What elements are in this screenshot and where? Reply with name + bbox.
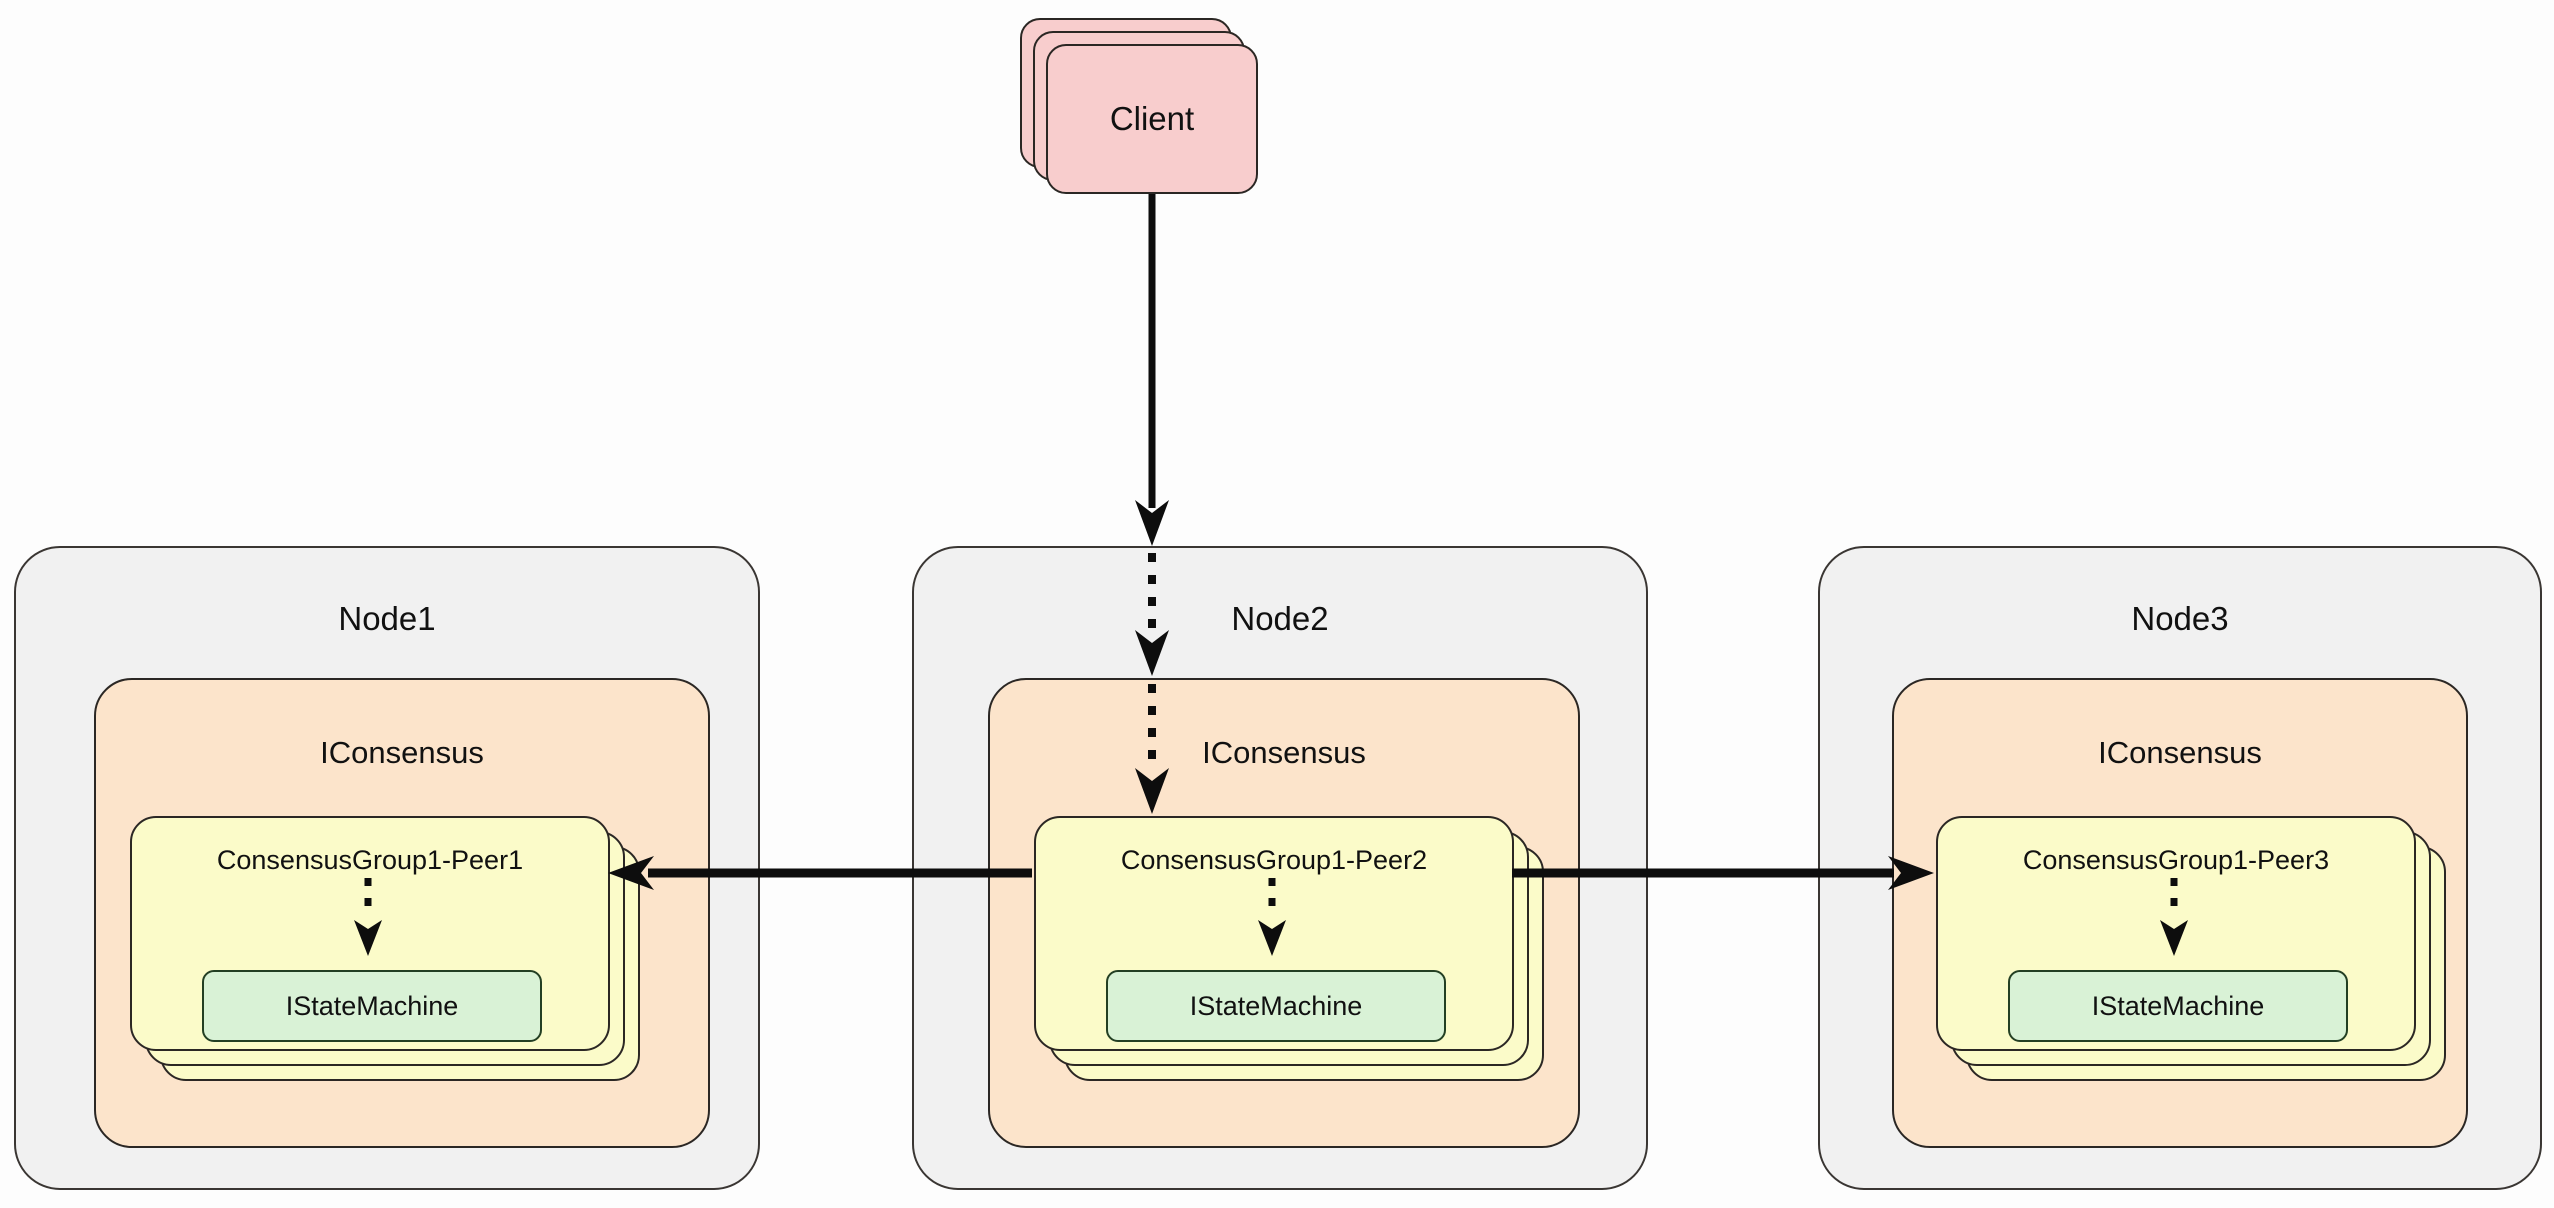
client-box: Client bbox=[1046, 44, 1258, 194]
client-to-node2-arrow bbox=[1135, 194, 1169, 546]
consensus-label: IConsensus bbox=[2098, 735, 2262, 770]
node-box-3: Node3 IConsensus ConsensusGroup1-Peer3 I… bbox=[1818, 546, 2542, 1190]
state-machine-box: IStateMachine bbox=[2008, 970, 2348, 1042]
peer-box: ConsensusGroup1-Peer1 IStateMachine bbox=[130, 816, 610, 1051]
state-machine-label: IStateMachine bbox=[285, 990, 459, 1021]
client-node: Client bbox=[1020, 18, 1258, 194]
peer-box: ConsensusGroup1-Peer2 IStateMachine bbox=[1034, 816, 1514, 1051]
peer-label: ConsensusGroup1-Peer3 bbox=[2022, 845, 2330, 875]
peer-stack: ConsensusGroup1-Peer2 IStateMachine bbox=[1034, 816, 1544, 1081]
node-label: Node1 bbox=[338, 600, 436, 637]
state-machine-label: IStateMachine bbox=[2091, 990, 2265, 1021]
arrowhead-down-icon bbox=[1135, 500, 1169, 546]
node-label: Node2 bbox=[1231, 600, 1329, 637]
peer-stack: ConsensusGroup1-Peer3 IStateMachine bbox=[1936, 816, 2446, 1081]
peer-box: ConsensusGroup1-Peer3 IStateMachine bbox=[1936, 816, 2416, 1051]
state-machine-label: IStateMachine bbox=[1189, 990, 1363, 1021]
client-label: Client bbox=[1109, 100, 1195, 137]
state-machine-box: IStateMachine bbox=[1106, 970, 1446, 1042]
consensus-label: IConsensus bbox=[1202, 735, 1366, 770]
peer-stack: ConsensusGroup1-Peer1 IStateMachine bbox=[130, 816, 640, 1081]
node-box-1: Node1 IConsensus ConsensusGroup1-Peer1 I… bbox=[14, 546, 760, 1190]
peer-label: ConsensusGroup1-Peer1 bbox=[216, 845, 524, 875]
node-label: Node3 bbox=[2131, 600, 2229, 637]
consensus-label: IConsensus bbox=[320, 735, 484, 770]
node-box-2: Node2 IConsensus ConsensusGroup1-Peer2 I… bbox=[912, 546, 1648, 1190]
peer-label: ConsensusGroup1-Peer2 bbox=[1120, 845, 1428, 875]
state-machine-box: IStateMachine bbox=[202, 970, 542, 1042]
